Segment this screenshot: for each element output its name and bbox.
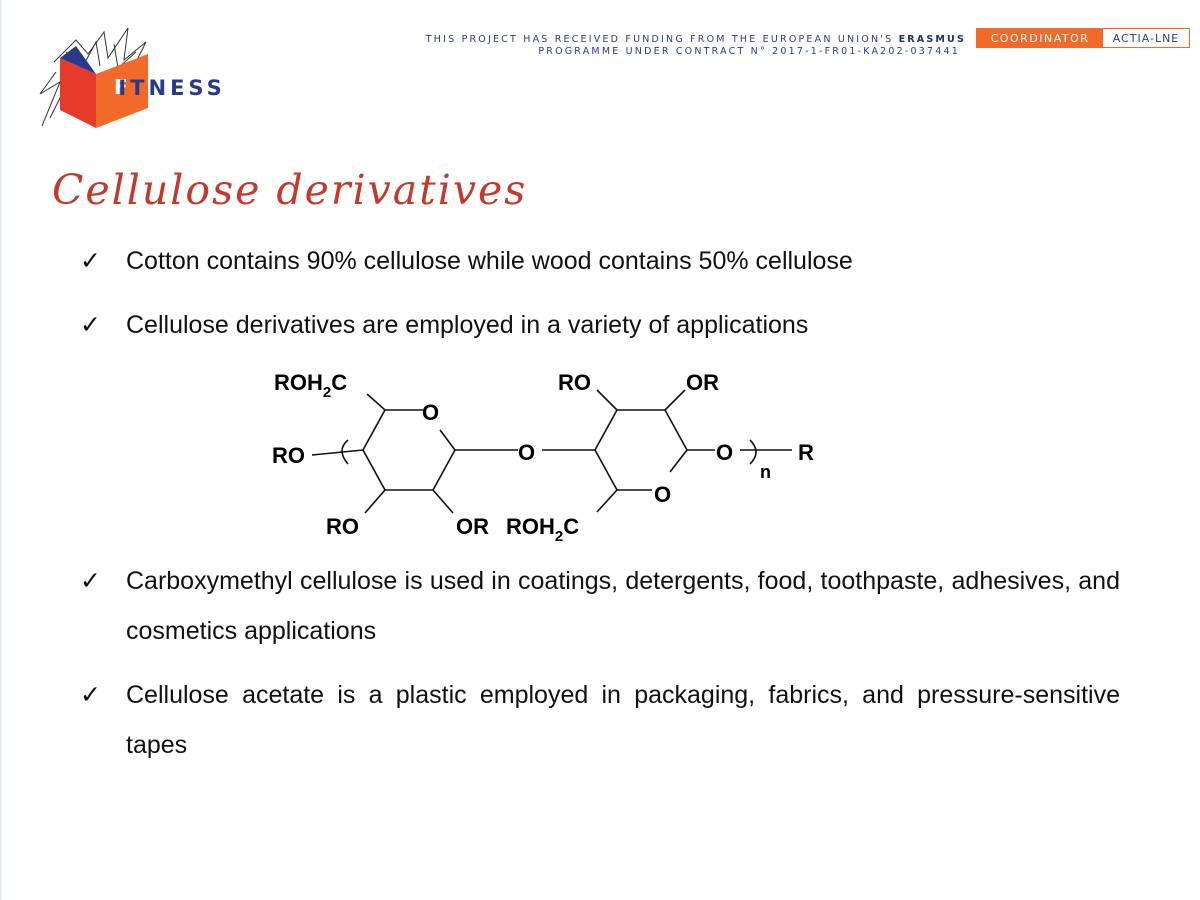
bullet-text: Cellulose derivatives are employed in a … (126, 311, 809, 339)
label-ro-bottom: RO (326, 514, 359, 539)
checkmark-icon: ✓ (80, 246, 101, 275)
logo-letter-f: F (114, 75, 128, 99)
fitness-logo-icon: F (39, 27, 148, 128)
coordinator-badge: COORDINATOR ACTIA-LNE (976, 28, 1190, 48)
coordinator-name: ACTIA-LNE (1112, 31, 1180, 45)
label-o-ring1: O (422, 400, 439, 425)
bullet-item: ✓ Cellulose acetate is a plastic employe… (80, 670, 1120, 770)
checkmark-icon: ✓ (80, 310, 101, 339)
funding-line2: PROGRAMME UNDER CONTRACT N° 2017-1-FR01-… (538, 46, 960, 57)
label-roh2c-top: ROH2C (274, 370, 347, 401)
label-ro-left: RO (272, 443, 305, 468)
label-n: n (760, 462, 771, 482)
bullet-item: ✓ Cellulose derivatives are employed in … (80, 300, 1120, 350)
checkmark-icon: ✓ (80, 680, 101, 709)
label-r: R (798, 440, 814, 465)
label-roh2c-bottom: ROH2C (506, 514, 579, 545)
funding-erasmus: ERASMUS (898, 34, 966, 45)
funding-line1: THIS PROJECT HAS RECEIVED FUNDING FROM T… (425, 34, 894, 45)
cellulose-structure-diagram: ROH2C O RO O RO OR ROH2C RO OR O O n R (272, 370, 814, 545)
bullet-text: Carboxymethyl cellulose is used in coati… (126, 567, 1120, 645)
label-or-bottom: OR (456, 514, 489, 539)
label-o-ring2: O (654, 482, 671, 507)
label-o-link: O (518, 440, 535, 465)
bullet-text: Cotton contains 90% cellulose while wood… (126, 247, 853, 275)
label-or-top: OR (686, 370, 719, 395)
checkmark-icon: ✓ (80, 566, 101, 595)
bullet-item: ✓ Cotton contains 90% cellulose while wo… (80, 236, 1120, 286)
slide-title: Cellulose derivatives (52, 166, 528, 214)
left-border (0, 0, 2, 900)
label-o-end: O (716, 440, 733, 465)
coordinator-label: COORDINATOR (977, 29, 1103, 47)
bullet-text: Cellulose acetate is a plastic employed … (126, 681, 1120, 759)
label-ro-top: RO (558, 370, 591, 395)
bullet-item: ✓ Carboxymethyl cellulose is used in coa… (80, 556, 1120, 656)
funding-notice: THIS PROJECT HAS RECEIVED FUNDING FROM T… (426, 34, 966, 58)
